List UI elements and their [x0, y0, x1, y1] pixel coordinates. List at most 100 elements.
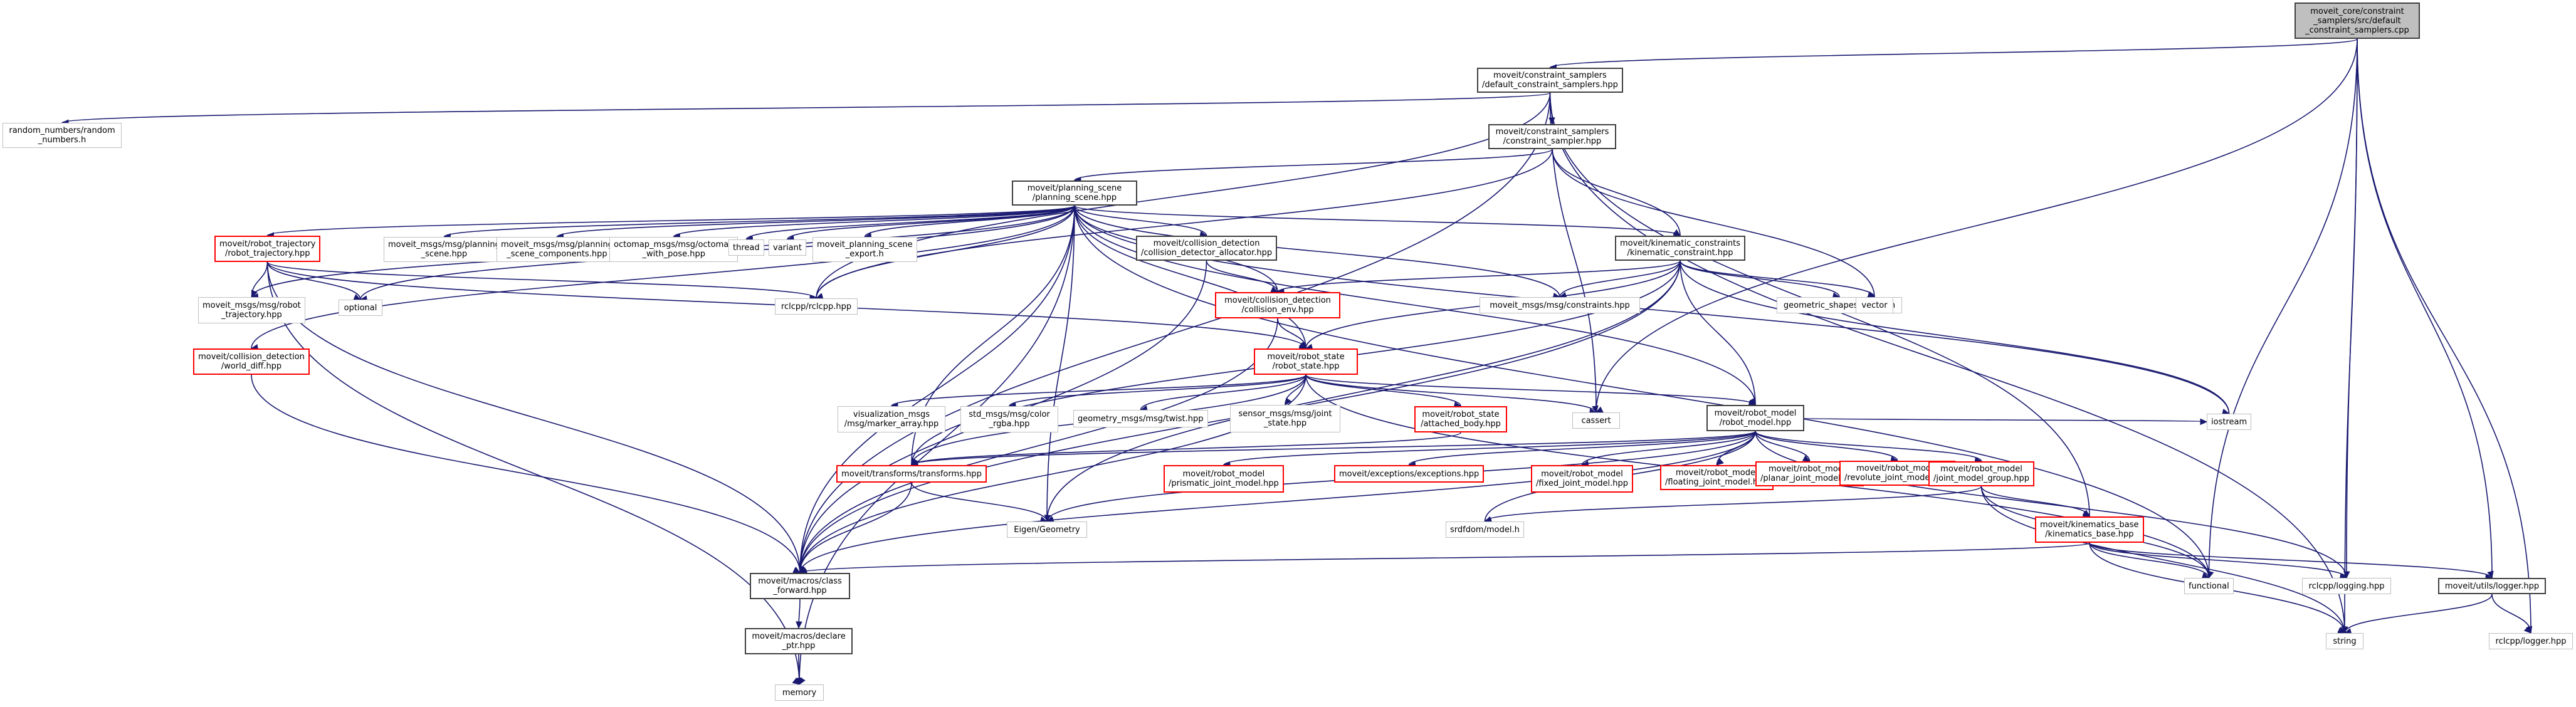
node-string: string: [2326, 633, 2363, 649]
node-root[interactable]: moveit_core/constraint _samplers/src/def…: [2295, 3, 2420, 39]
node-fjm[interactable]: moveit/robot_model /fixed_joint_model.hp…: [1531, 465, 1633, 493]
edge-rm-to-fjm: [1581, 431, 1756, 466]
node-rt[interactable]: moveit/robot_trajectory /robot_trajector…: [214, 236, 321, 262]
edge-rm-to-logging: [1755, 431, 2347, 579]
edge-cs-to-vector: [1552, 149, 1875, 298]
node-label: moveit/robot_model /fixed_joint_model.hp…: [1536, 469, 1628, 488]
node-label: moveit/robot_state /robot_state.hpp: [1267, 352, 1345, 371]
node-label: moveit_msgs/msg/planning _scene.hpp: [388, 240, 500, 259]
edge-root-to-ulog: [2357, 38, 2493, 579]
node-label: random_numbers/random _numbers.h: [9, 126, 115, 145]
node-label: cassert: [1581, 416, 1611, 426]
edge-ps-to-cf: [799, 205, 1075, 573]
edge-ps-to-rm: [1074, 205, 1756, 406]
node-cs[interactable]: moveit/constraint_samplers /constraint_s…: [1488, 124, 1616, 149]
edge-kb-to-ulog: [2089, 542, 2493, 579]
edge-rm-to-iostream: [1804, 417, 2207, 422]
edge-ps-to-octo: [673, 205, 1075, 238]
edge-cs-to-ps: [1074, 149, 1553, 181]
edge-root-to-rlog: [2357, 38, 2531, 634]
edge-ab-to-tf: [911, 432, 1461, 466]
edge-kc-to-vector: [1680, 260, 1875, 298]
node-label: moveit/robot_model /floating_joint_model…: [1665, 468, 1769, 487]
node-dcs[interactable]: moveit/constraint_samplers /default_cons…: [1477, 68, 1623, 93]
node-crgba: std_msgs/msg/color _rgba.hpp: [960, 406, 1058, 432]
node-label: functional: [2189, 581, 2229, 591]
arrowhead-icon: [1802, 455, 1811, 462]
node-rs[interactable]: moveit/robot_state /robot_state.hpp: [1254, 348, 1358, 375]
node-exc[interactable]: moveit/exceptions/exceptions.hpp: [1334, 465, 1485, 483]
node-label: optional: [344, 303, 377, 313]
edge-cs-to-kc: [1552, 149, 1681, 236]
node-mps: moveit_msgs/msg/planning _scene.hpp: [384, 237, 505, 262]
node-functional: functional: [2184, 578, 2234, 594]
node-label: moveit/collision_detection /world_diff.h…: [198, 352, 305, 371]
edge-kc-to-gsb: [1680, 260, 1840, 298]
node-label: moveit/collision_detection /collision_de…: [1141, 239, 1273, 258]
edge-kc-to-rm: [1680, 260, 1756, 406]
node-flj[interactable]: moveit/robot_model /floating_joint_model…: [1660, 465, 1774, 490]
arrowhead-icon: [251, 290, 258, 298]
node-label: moveit/utils/logger.hpp: [2444, 581, 2540, 591]
node-jmg[interactable]: moveit/robot_model /joint_model_group.hp…: [1928, 461, 2035, 486]
node-mrt: moveit_msgs/msg/robot _trajectory.hpp: [198, 297, 305, 323]
node-ps[interactable]: moveit/planning_scene /planning_scene.hp…: [1012, 181, 1137, 206]
node-variant: variant: [769, 239, 806, 256]
node-label: Eigen/Geometry: [1014, 525, 1080, 535]
edge-ps-to-mpsc: [556, 205, 1075, 238]
node-ulog[interactable]: moveit/utils/logger.hpp: [2438, 578, 2546, 594]
node-cf[interactable]: moveit/macros/class _forward.hpp: [750, 573, 850, 599]
edge-rm-to-pjm: [1223, 431, 1756, 466]
node-label: moveit/robot_model /revolute_joint_model…: [1844, 464, 1950, 483]
node-ab[interactable]: moveit/robot_state /attached_body.hpp: [1414, 406, 1507, 432]
edge-kc-to-iostream: [1680, 260, 2230, 414]
node-dp[interactable]: moveit/macros/declare _ptr.hpp: [745, 628, 853, 654]
node-label: moveit/kinematics_base /kinematics_base.…: [2040, 520, 2139, 539]
node-label: moveit/exceptions/exceptions.hpp: [1339, 469, 1480, 479]
node-kb[interactable]: moveit/kinematics_base /kinematics_base.…: [2035, 516, 2144, 543]
edge-rs-to-twist: [1140, 374, 1306, 411]
node-rm[interactable]: moveit/robot_model /robot_model.hpp: [1706, 405, 1804, 431]
edge-dcs-to-rclcpp: [816, 92, 1551, 299]
node-cda[interactable]: moveit/collision_detection /collision_de…: [1136, 236, 1278, 261]
node-label: moveit_msgs/msg/planning _scene_componen…: [501, 240, 613, 259]
arrowhead-icon: [2523, 626, 2531, 634]
node-label: rclcpp/logger.hpp: [2495, 636, 2567, 646]
arrowhead-icon: [1285, 397, 1292, 406]
node-label: moveit_core/constraint _samplers/src/def…: [2305, 6, 2409, 35]
edge-ps-to-pse: [864, 205, 1075, 238]
node-vma: visualization_msgs /msg/marker_array.hpp: [838, 406, 945, 432]
node-label: moveit_msgs/msg/robot _trajectory.hpp: [202, 301, 301, 320]
node-label: rclcpp/rclcpp.hpp: [781, 301, 852, 312]
node-srdf: srdfdom/model.h: [1446, 521, 1524, 538]
node-vector: vector: [1856, 297, 1893, 313]
edge-rt-to-memory: [266, 261, 800, 685]
edge-root-to-dcs: [1549, 38, 2358, 68]
edge-ps-to-cda: [1074, 205, 1207, 236]
node-label: thread: [733, 243, 760, 253]
edge-rs-to-cassert: [1305, 374, 1597, 413]
edge-tf-to-eigen: [911, 482, 1048, 522]
node-wd[interactable]: moveit/collision_detection /world_diff.h…: [193, 348, 310, 375]
node-kc[interactable]: moveit/kinematic_constraints /kinematic_…: [1615, 236, 1746, 261]
node-label: moveit/constraint_samplers /default_cons…: [1482, 71, 1618, 90]
edge-kb-to-functional: [2089, 542, 2210, 579]
edge-root-to-string: [2344, 38, 2358, 634]
node-rn: random_numbers/random _numbers.h: [3, 123, 122, 148]
node-label: moveit/macros/class _forward.hpp: [758, 577, 842, 595]
node-thread: thread: [728, 239, 764, 256]
node-label: sensor_msgs/msg/joint _state.hpp: [1238, 409, 1332, 428]
node-iostream: iostream: [2207, 414, 2252, 430]
node-pse: moveit_planning_scene _export.h: [812, 237, 917, 262]
edge-ps-to-memory: [799, 205, 1075, 685]
node-pjm[interactable]: moveit/robot_model /prismatic_joint_mode…: [1164, 465, 1284, 493]
arrowhead-icon: [796, 678, 803, 686]
edge-ce-to-rs: [1277, 318, 1306, 349]
edge-rt-to-rclcpp: [266, 261, 817, 299]
node-label: moveit/robot_trajectory /robot_trajector…: [219, 239, 316, 258]
node-label: rclcpp/logging.hpp: [2308, 581, 2385, 591]
node-ce[interactable]: moveit/collision_detection /collision_en…: [1215, 292, 1340, 318]
edge-ps-to-functional: [1074, 205, 2210, 579]
node-tf[interactable]: moveit/transforms/transforms.hpp: [836, 465, 987, 483]
